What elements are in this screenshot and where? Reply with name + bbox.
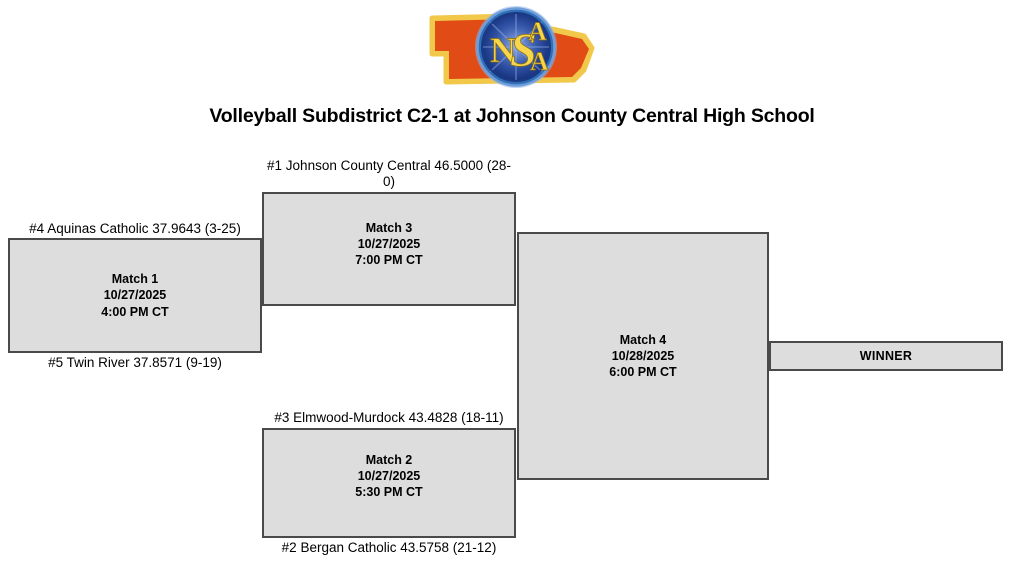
seed-label-johnson-county-central: #1 Johnson County Central 46.5000 (28-0) bbox=[267, 158, 511, 189]
match-3-time: 7:00 PM CT bbox=[355, 253, 423, 268]
match-2-time: 5:30 PM CT bbox=[355, 485, 423, 500]
match-4-name: Match 4 bbox=[619, 332, 667, 347]
page-title: Volleyball Subdistrict C2-1 at Johnson C… bbox=[209, 105, 815, 127]
svg-text:A: A bbox=[528, 17, 547, 46]
match-4-time: 6:00 PM CT bbox=[609, 365, 677, 380]
svg-text:N: N bbox=[490, 30, 516, 70]
match-1-date: 10/27/2025 bbox=[103, 288, 167, 303]
match-2-date: 10/27/2025 bbox=[357, 468, 421, 483]
winner-label: WINNER bbox=[859, 349, 913, 363]
match-box-1[interactable]: Match 1 10/27/2025 4:00 PM CT bbox=[8, 238, 262, 353]
svg-text:S: S bbox=[510, 24, 537, 77]
match-box-2[interactable]: Match 2 10/27/2025 5:30 PM CT bbox=[262, 428, 516, 538]
seed-label-aquinas-catholic: #4 Aquinas Catholic 37.9643 (3-25) bbox=[29, 221, 241, 236]
seed-label-twin-river: #5 Twin River 37.8571 (9-19) bbox=[48, 355, 222, 370]
svg-text:A: A bbox=[530, 47, 549, 76]
match-3-date: 10/27/2025 bbox=[357, 236, 421, 251]
match-1-time: 4:00 PM CT bbox=[101, 304, 169, 319]
nsaa-logo: N S A A bbox=[424, 4, 600, 92]
match-1-name: Match 1 bbox=[111, 272, 159, 287]
seed-label-elmwood-murdock: #3 Elmwood-Murdock 43.4828 (18-11) bbox=[274, 410, 504, 425]
match-box-4[interactable]: Match 4 10/28/2025 6:00 PM CT bbox=[517, 232, 769, 480]
seed-label-bergan-catholic: #2 Bergan Catholic 43.5758 (21-12) bbox=[281, 540, 497, 555]
nsaa-medallion bbox=[475, 6, 557, 88]
winner-box[interactable]: WINNER bbox=[769, 341, 1003, 371]
match-4-date: 10/28/2025 bbox=[611, 348, 675, 363]
nsaa-letters: N S A A bbox=[490, 17, 550, 78]
match-2-name: Match 2 bbox=[365, 452, 413, 467]
match-box-3[interactable]: Match 3 10/27/2025 7:00 PM CT bbox=[262, 192, 516, 306]
match-3-name: Match 3 bbox=[365, 220, 413, 235]
